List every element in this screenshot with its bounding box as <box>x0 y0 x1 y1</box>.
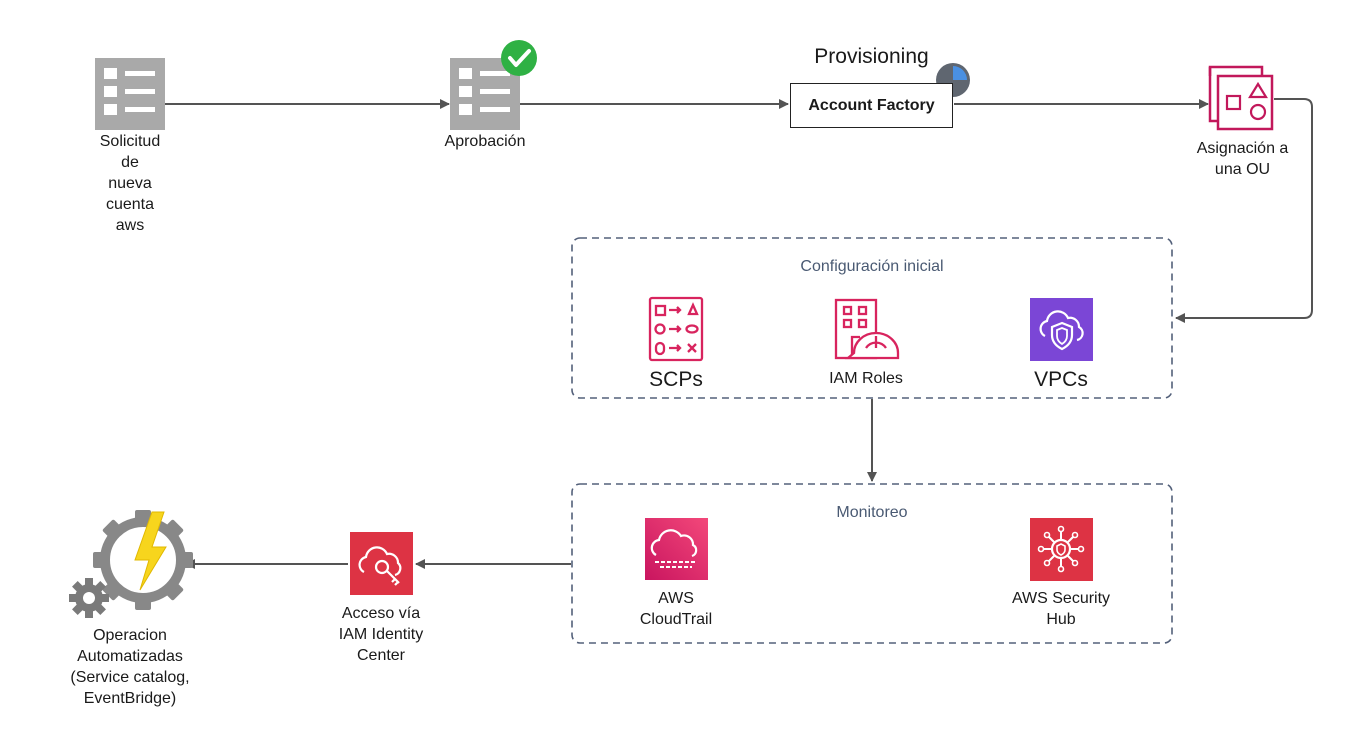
vpcs-label: VPCs <box>1034 368 1088 391</box>
access-label: Acceso vía IAM Identity Center <box>338 605 424 664</box>
request-form-icon <box>95 58 165 130</box>
monitoring-title: Monitoreo <box>836 504 908 521</box>
vpc-cloud-shield-icon <box>1030 298 1093 361</box>
provisioning-title: Provisioning <box>814 45 929 68</box>
account-factory-box: Account Factory <box>790 83 953 128</box>
request-label: Solicitud de nueva cuenta aws <box>99 133 161 234</box>
approval-label: Aprobación <box>444 133 526 150</box>
account-factory-label: Account Factory <box>808 96 935 114</box>
ops-label: Operacion Automatizadas (Service catalog… <box>70 627 190 707</box>
iam-identity-center-icon <box>350 532 413 595</box>
security-hub-icon <box>1030 518 1093 581</box>
iam-roles-label: IAM Roles <box>829 370 903 387</box>
security-hub-label: AWS Security Hub <box>1011 590 1111 628</box>
group-monitoring <box>571 483 1173 644</box>
initial-config-title: Configuración inicial <box>800 258 944 275</box>
group-initial-config <box>571 237 1173 399</box>
scps-icon <box>648 296 704 362</box>
connector-ou-config <box>1175 98 1313 323</box>
check-circle-icon <box>501 40 537 76</box>
scps-label: SCPs <box>649 368 703 391</box>
ou-shapes-icon <box>1208 65 1274 131</box>
cloudtrail-icon <box>645 518 708 580</box>
ou-label: Asignación a una OU <box>1196 140 1289 178</box>
iam-roles-icon <box>834 298 900 360</box>
automation-gears-icon <box>69 510 193 618</box>
cloudtrail-label: AWS CloudTrail <box>639 590 713 628</box>
